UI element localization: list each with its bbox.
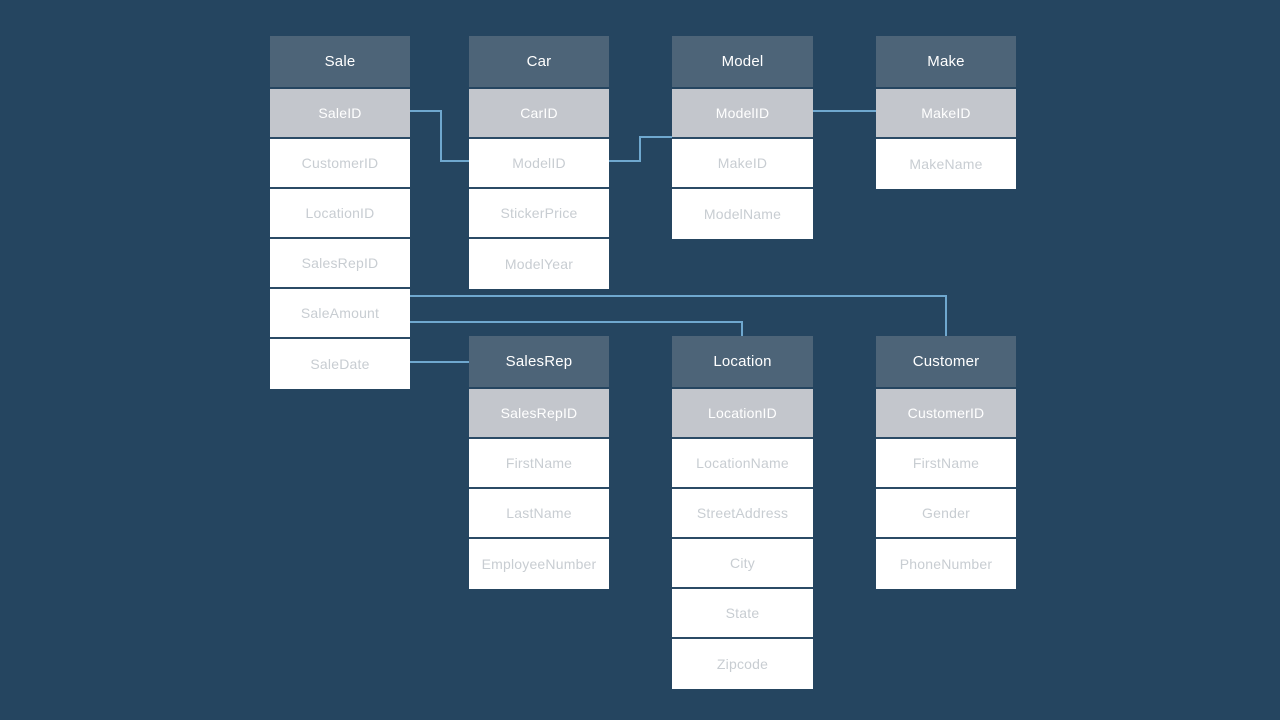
field-row[interactable]: State	[672, 589, 813, 639]
field-row[interactable]: LocationID	[270, 189, 410, 239]
relationship-line-sale-car	[410, 110, 469, 162]
primary-key-field[interactable]: ModelID	[672, 89, 813, 139]
entity-title-model: Model	[672, 36, 813, 87]
relationship-line-sale-location	[410, 321, 743, 336]
field-row[interactable]: MakeName	[876, 139, 1016, 189]
entity-title-make: Make	[876, 36, 1016, 87]
primary-key-field[interactable]: SalesRepID	[469, 389, 609, 439]
field-row[interactable]: StreetAddress	[672, 489, 813, 539]
field-row[interactable]: EmployeeNumber	[469, 539, 609, 589]
field-row[interactable]: SalesRepID	[270, 239, 410, 289]
entity-title-sale: Sale	[270, 36, 410, 87]
primary-key-field[interactable]: CarID	[469, 89, 609, 139]
field-row[interactable]: MakeID	[672, 139, 813, 189]
primary-key-field[interactable]: MakeID	[876, 89, 1016, 139]
entity-title-salesrep: SalesRep	[469, 336, 609, 387]
field-row[interactable]: City	[672, 539, 813, 589]
field-row[interactable]: CustomerID	[270, 139, 410, 189]
entity-title-location: Location	[672, 336, 813, 387]
field-row[interactable]: Zipcode	[672, 639, 813, 689]
field-row[interactable]: LocationName	[672, 439, 813, 489]
field-row[interactable]: ModelYear	[469, 239, 609, 289]
relationship-line-sale-customer	[410, 295, 947, 336]
field-row[interactable]: PhoneNumber	[876, 539, 1016, 589]
field-row[interactable]: LastName	[469, 489, 609, 539]
field-row[interactable]: Gender	[876, 489, 1016, 539]
primary-key-field[interactable]: SaleID	[270, 89, 410, 139]
entity-title-car: Car	[469, 36, 609, 87]
primary-key-field[interactable]: CustomerID	[876, 389, 1016, 439]
field-row[interactable]: SaleAmount	[270, 289, 410, 339]
relationship-line-car-model	[609, 136, 672, 162]
entity-title-customer: Customer	[876, 336, 1016, 387]
field-row[interactable]: FirstName	[469, 439, 609, 489]
field-row[interactable]: FirstName	[876, 439, 1016, 489]
field-row[interactable]: ModelID	[469, 139, 609, 189]
field-row[interactable]: ModelName	[672, 189, 813, 239]
primary-key-field[interactable]: LocationID	[672, 389, 813, 439]
field-row[interactable]: StickerPrice	[469, 189, 609, 239]
field-row[interactable]: SaleDate	[270, 339, 410, 389]
